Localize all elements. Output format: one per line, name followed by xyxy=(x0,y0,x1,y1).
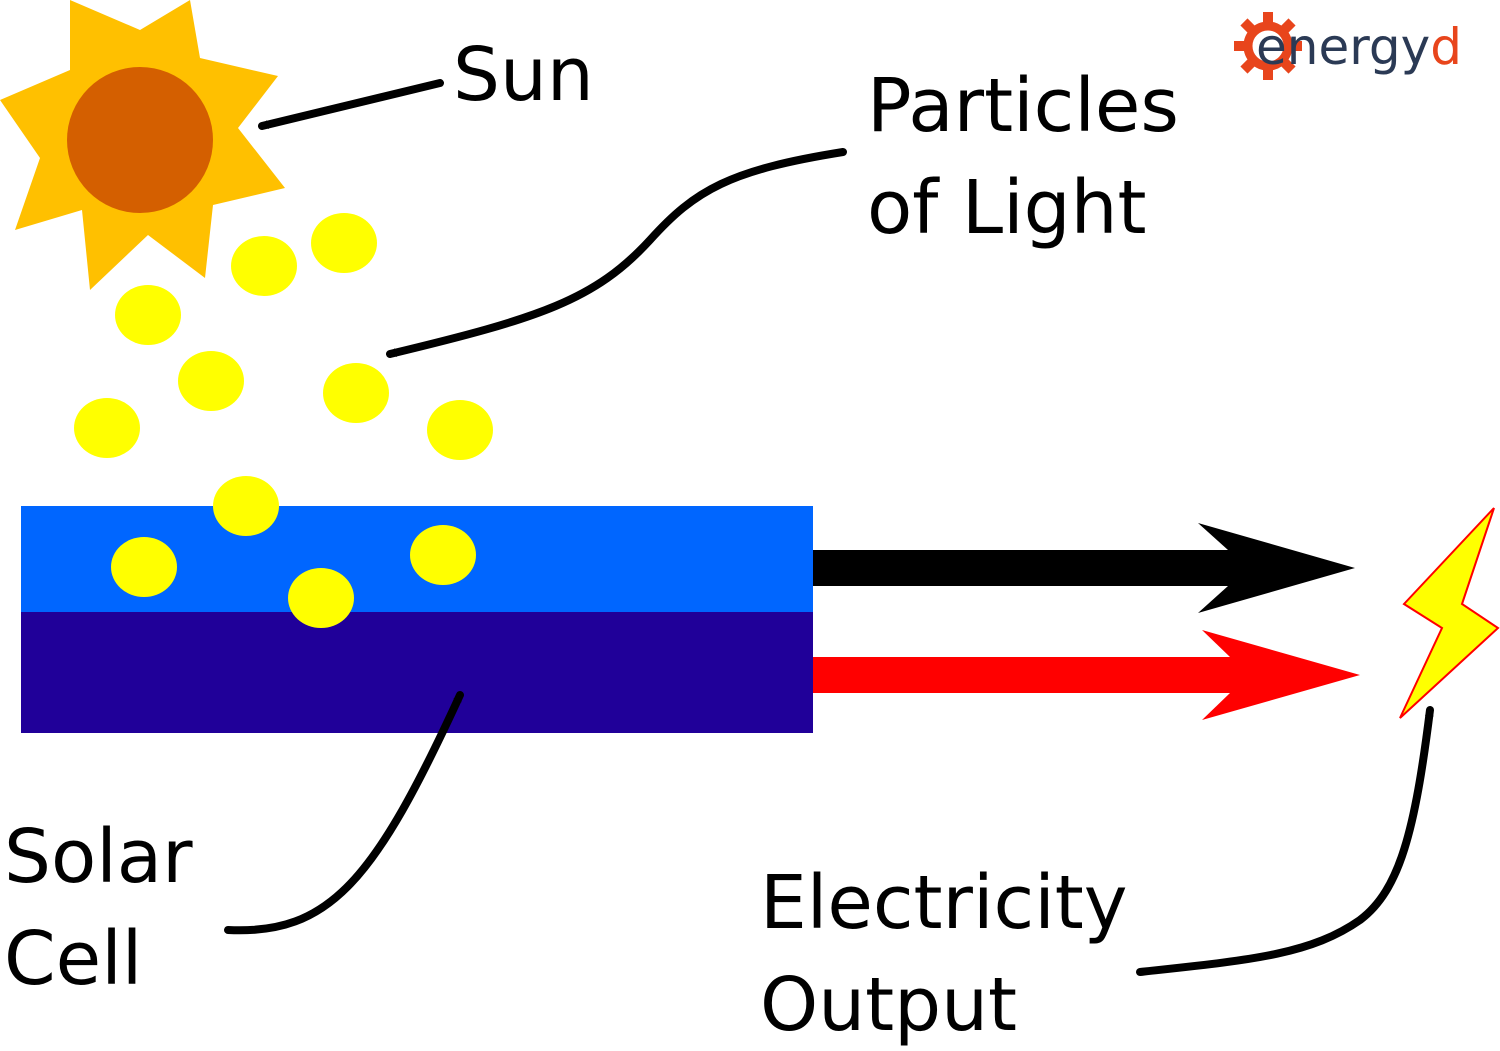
particles-label-line2: of Light xyxy=(867,165,1147,251)
logo-text: energy xyxy=(1256,18,1430,76)
photon xyxy=(288,568,354,628)
photon xyxy=(111,537,177,597)
electricity-label-line1: Electricity xyxy=(760,860,1128,946)
absorbed-photons xyxy=(111,476,476,628)
logo-accent: d xyxy=(1430,18,1462,76)
solar-cell-label-line1: Solar xyxy=(4,814,193,900)
particles-pointer-arrow xyxy=(386,148,847,358)
solar-cell-label-line2: Cell xyxy=(4,916,142,1002)
energyd-logo: energyd xyxy=(1234,12,1462,80)
photon xyxy=(213,476,279,536)
sun-label: Sun xyxy=(453,32,594,118)
lightning-bolt-icon xyxy=(1399,507,1500,719)
electricity-pointer-arrow xyxy=(1136,706,1434,976)
photon xyxy=(311,213,377,273)
sun-core xyxy=(67,67,213,213)
gear-icon xyxy=(1234,12,1302,80)
photon xyxy=(427,400,493,460)
photon xyxy=(178,351,244,411)
sun-pointer-arrow xyxy=(258,79,444,130)
solar-cell-pointer-arrow xyxy=(224,691,464,935)
photon xyxy=(231,236,297,296)
electricity-label-line2: Output xyxy=(760,962,1017,1048)
photon xyxy=(74,398,140,458)
photons xyxy=(74,213,493,460)
svg-text:energyd: energyd xyxy=(1256,18,1462,76)
photon xyxy=(323,363,389,423)
positive-output-arrow xyxy=(813,630,1360,720)
particles-label-line1: Particles xyxy=(867,63,1179,149)
photon xyxy=(410,525,476,585)
sun-icon xyxy=(0,0,285,290)
negative-output-arrow xyxy=(813,523,1355,613)
cell-bottom-layer xyxy=(21,612,813,733)
photon xyxy=(115,285,181,345)
